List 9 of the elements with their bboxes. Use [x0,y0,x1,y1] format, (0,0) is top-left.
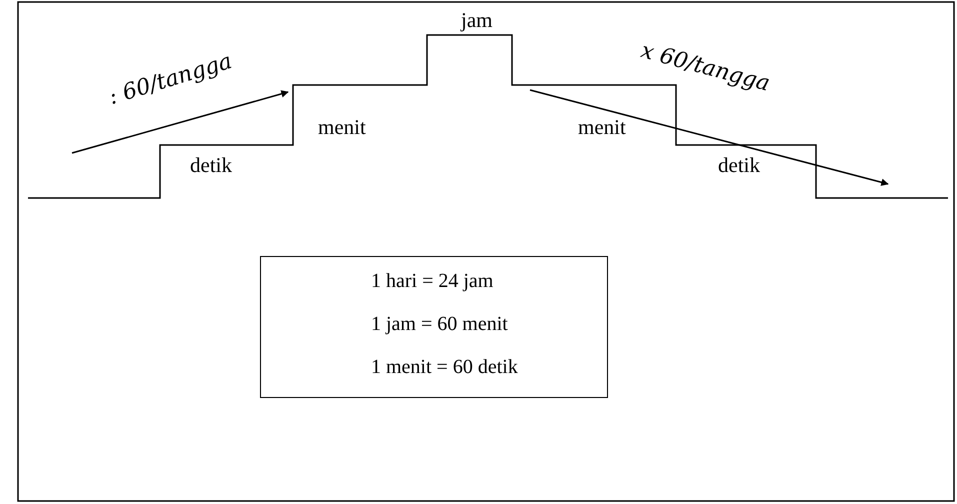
equation-text: 1 jam = 60 menit [371,314,508,334]
info-box [260,256,608,398]
step-label: menit [318,117,366,138]
step-label: detik [190,155,232,176]
step-label: jam [461,10,492,31]
step-label: menit [578,117,626,138]
step-label: detik [718,155,760,176]
equation-text: 1 menit = 60 detik [371,357,518,377]
equation-text: 1 hari = 24 jam [371,271,494,291]
